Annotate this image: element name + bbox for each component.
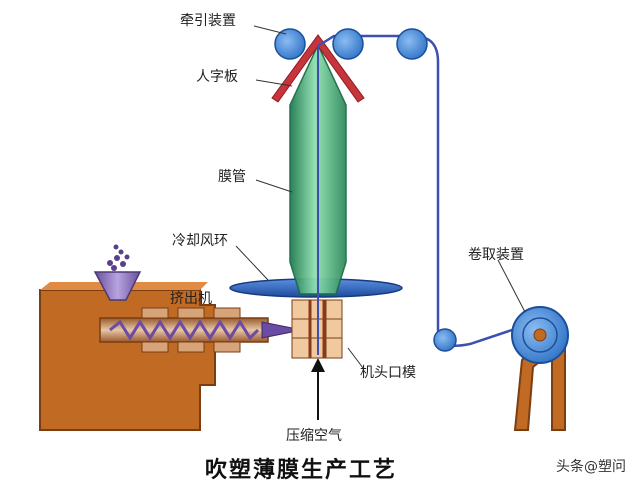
collapsing-board (271, 34, 365, 103)
compressed-air-arrowhead (311, 358, 325, 372)
screw (109, 319, 260, 341)
guide-roller-top (396, 28, 428, 60)
hopper (93, 271, 142, 301)
diagram-title: 吹塑薄膜生产工艺 (205, 457, 398, 483)
screw-tip (261, 321, 303, 339)
label-film-tube: 膜管 (218, 169, 246, 185)
label-compressed-air: 压缩空气 (286, 428, 342, 444)
haul-off-roller-left (274, 28, 306, 60)
watermark: 头条@塑问 (550, 454, 632, 478)
pellets (107, 244, 130, 271)
label-die-head: 机头口模 (360, 365, 416, 381)
label-haul-off: 牵引装置 (180, 13, 236, 29)
leader-lines (235, 25, 526, 369)
label-extruder: 挤出机 (170, 291, 212, 307)
label-winder: 卷取装置 (468, 247, 524, 263)
winder-roll-inner (522, 317, 558, 353)
haul-off-roller-right (332, 28, 364, 60)
label-cooling-ring: 冷却风环 (172, 233, 228, 249)
label-collapsing-board: 人字板 (196, 69, 238, 85)
guide-roller-bottom (433, 328, 457, 352)
heater-bands (141, 307, 241, 353)
winder-roll-core (533, 328, 547, 342)
